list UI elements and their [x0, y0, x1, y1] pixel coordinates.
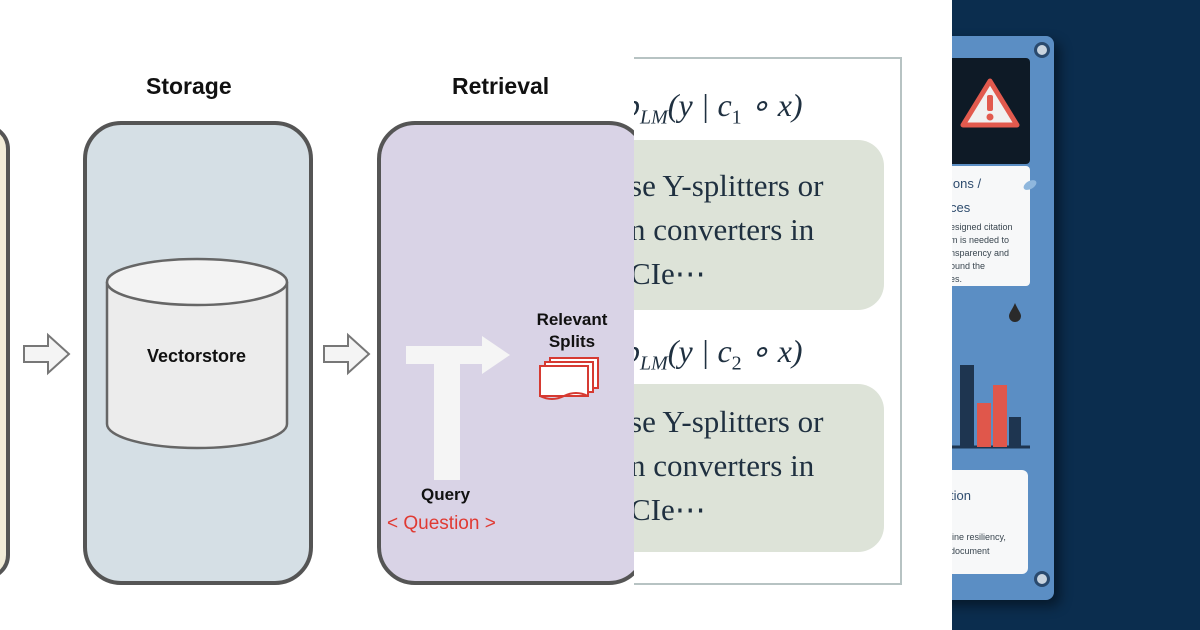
stacked-documents-icon	[539, 357, 599, 400]
formula-panel: pLM(y | c1 ∘ x) se Y-splitters or n conv…	[634, 0, 952, 630]
poster-heading-line1: ions /	[952, 176, 982, 191]
formula-1: pLM(y | c1 ∘ x)	[634, 86, 803, 129]
formula-frame	[634, 57, 902, 585]
bar-graphic-icon	[952, 365, 1030, 449]
pin-icon	[1023, 180, 1037, 190]
poster-heading-line2: ces	[952, 200, 971, 215]
formula-1-lead: p	[634, 87, 640, 123]
query-flow-arrow-icon	[406, 336, 510, 480]
formula-2-tail: ∘ x)	[741, 333, 803, 369]
poster-card-line-2: document	[952, 546, 990, 556]
question-label: < Question >	[387, 513, 496, 534]
formula-2: pLM(y | c2 ∘ x)	[634, 332, 803, 375]
warning-icon	[960, 78, 1020, 128]
retrieval-title: Retrieval	[452, 73, 550, 99]
storage-title: Storage	[146, 73, 232, 99]
bubble-1-line-1: se Y-splitters or	[634, 168, 824, 203]
bubble-1-line-3: CIe⋯	[634, 256, 706, 291]
text-bubble-1	[634, 140, 884, 310]
poster-info-card	[952, 166, 1030, 286]
formula-1-tail: ∘ x)	[741, 87, 803, 123]
screw-icon	[1034, 571, 1050, 587]
poster-card-title: tion	[952, 488, 971, 503]
bubble-2-line-1: se Y-splitters or	[634, 404, 824, 439]
formula-2-lead: p	[634, 333, 640, 369]
vectorstore-cylinder-icon	[105, 257, 289, 450]
poster-body-line-4: ound the	[952, 261, 986, 271]
screw-icon	[1034, 42, 1050, 58]
poster-card-line-1: line resiliency,	[952, 532, 1006, 542]
formula-1-sub: LM	[640, 106, 668, 129]
query-label: Query	[421, 485, 471, 504]
bubble-2-line-3: CIe⋯	[634, 492, 706, 527]
right-arrow-icon	[23, 332, 71, 376]
bubble-1-line-2: n converters in	[634, 212, 815, 247]
poster-body-line-3: nsparency and	[952, 248, 1010, 258]
poster-panel: ions / ces esigned citation m is needed …	[952, 0, 1200, 630]
text-bubble-2	[634, 384, 884, 552]
poster-body-line-5: es.	[952, 274, 963, 284]
relevant-splits-line2: Splits	[548, 332, 596, 351]
previous-stage-box	[0, 124, 10, 580]
formula-2-rest: (y | c	[667, 333, 732, 369]
right-arrow-icon	[323, 332, 371, 376]
formula-2-sub: LM	[640, 352, 668, 375]
bubble-2-line-2: n converters in	[634, 448, 815, 483]
poster-body-line-1: esigned citation	[952, 222, 1013, 232]
poster-body-line-2: m is needed to	[952, 235, 1010, 245]
formula-1-idx: 1	[731, 106, 742, 129]
relevant-splits-line1: Relevant	[536, 310, 608, 329]
formula-1-rest: (y | c	[667, 87, 732, 123]
rag-diagram-panel: Storage Vectorstore Retrieval Relevant S…	[0, 73, 634, 585]
drop-icon	[1009, 303, 1021, 322]
vectorstore-label: Vectorstore	[147, 346, 247, 366]
poster-bottom-card	[952, 470, 1028, 574]
formula-2-idx: 2	[731, 352, 742, 375]
relevant-splits-label: Relevant Splits	[522, 309, 622, 353]
